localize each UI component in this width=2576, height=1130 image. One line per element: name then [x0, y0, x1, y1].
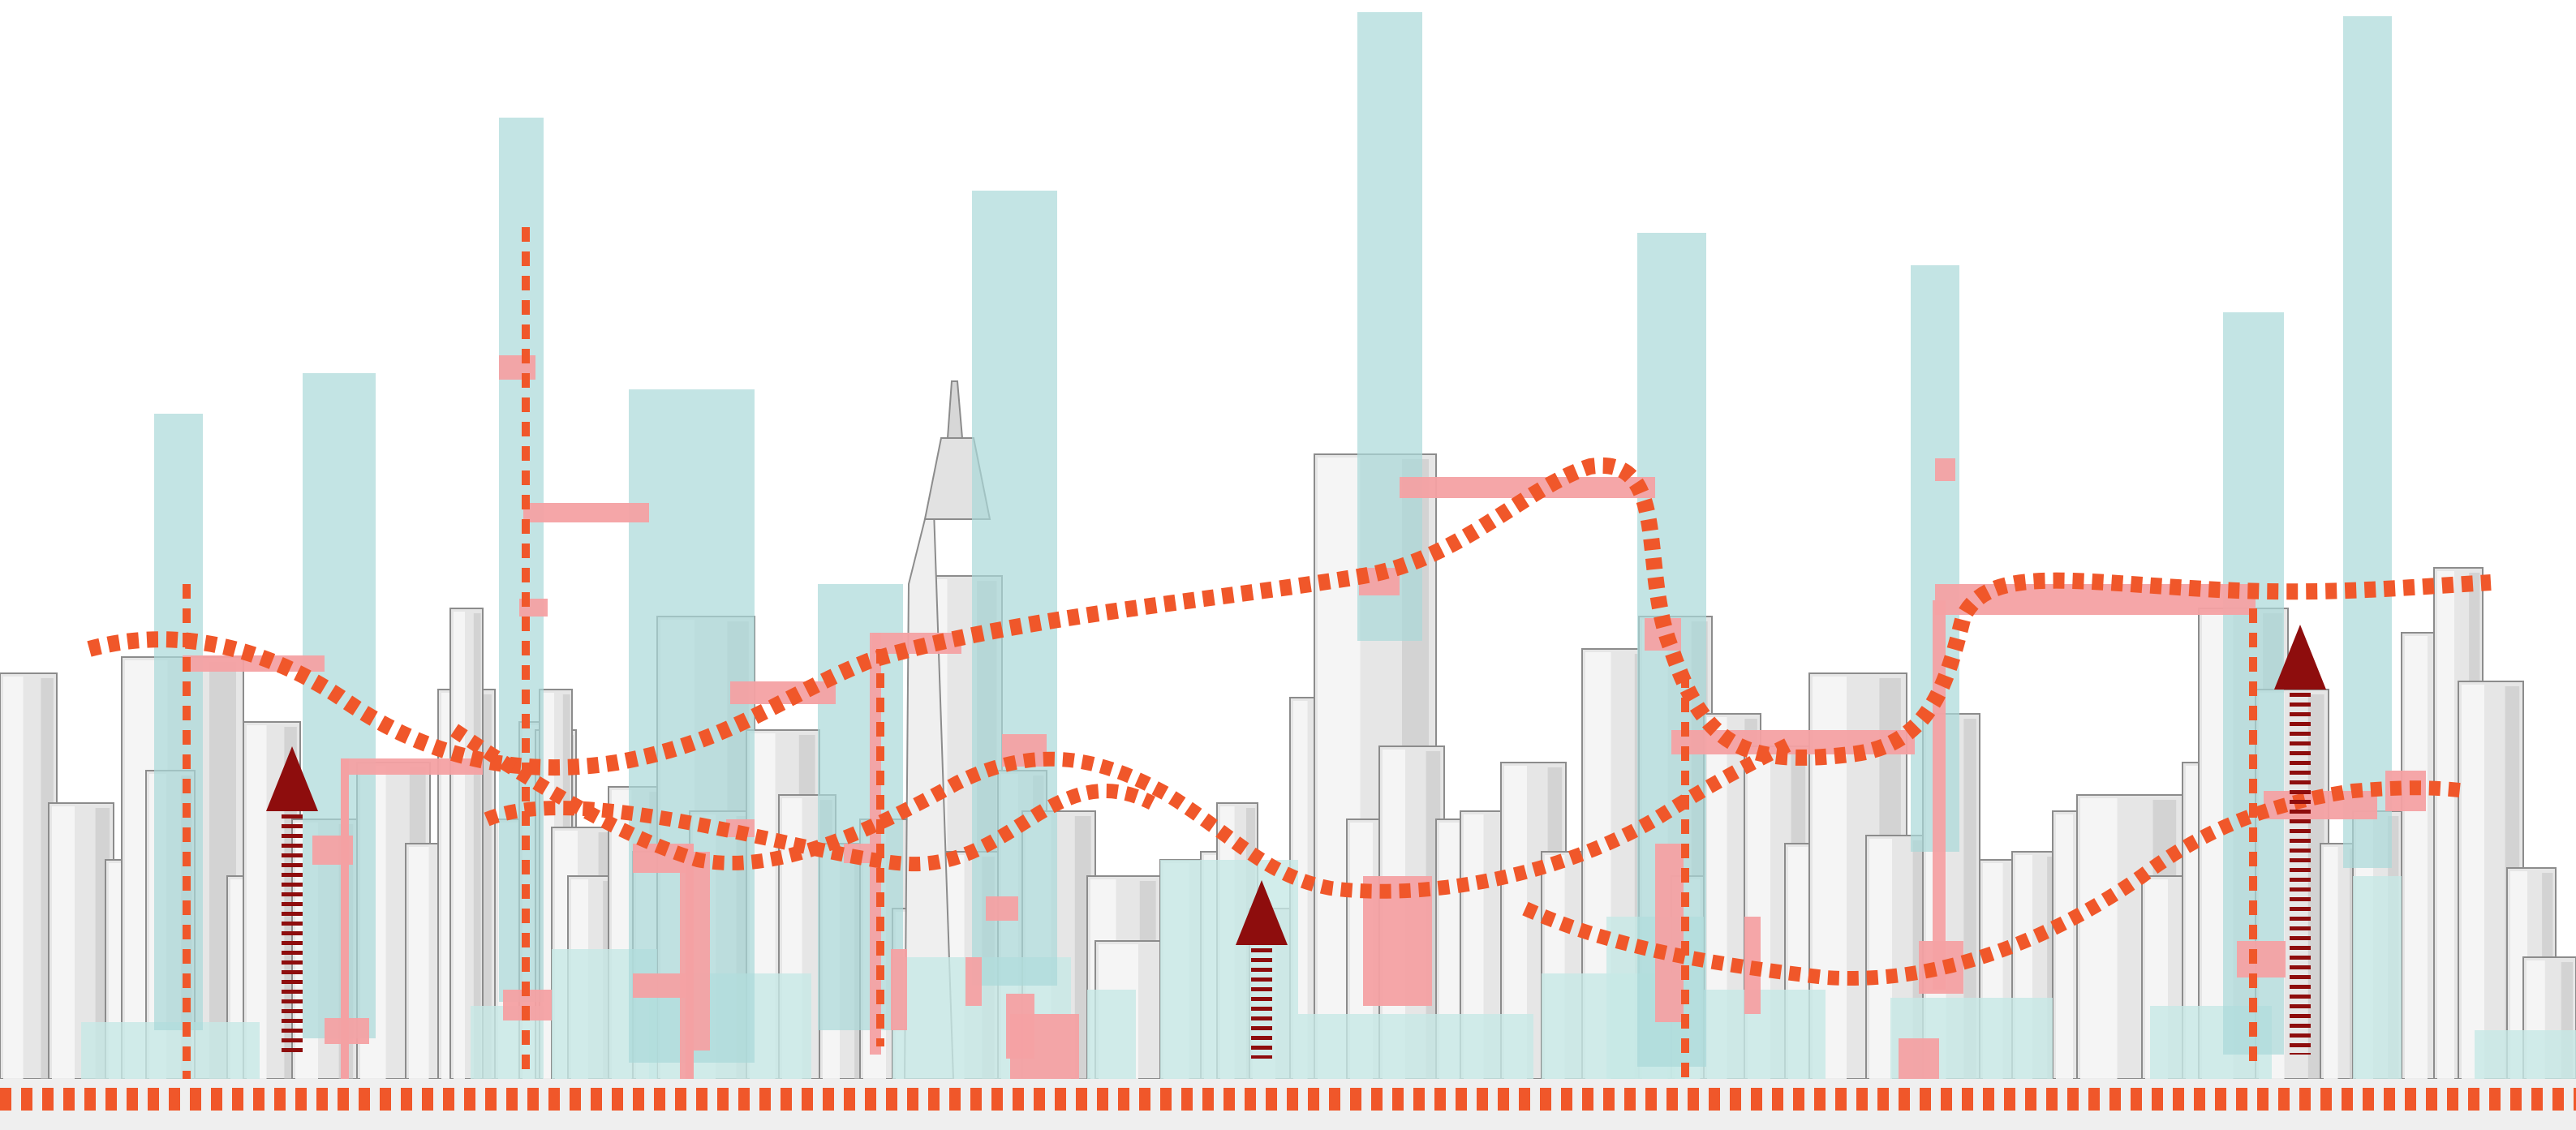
- teal-low-mass: [1087, 990, 1136, 1079]
- teal-column: [303, 373, 376, 1038]
- circulation-paths: [87, 227, 2492, 1079]
- building-spire: [946, 380, 964, 439]
- pink-connector: [891, 949, 907, 1030]
- arrow-head: [1236, 880, 1288, 945]
- dotted-circulation-path: [1522, 780, 2468, 986]
- teal-low-mass: [1160, 860, 1298, 1079]
- pink-connector: [2237, 941, 2286, 977]
- building-highlight: [1869, 839, 1892, 1079]
- building-highlight: [2056, 814, 2073, 1079]
- teal-column: [972, 191, 1057, 986]
- teal-column: [2343, 16, 2392, 868]
- pink-connector: [1363, 876, 1432, 1006]
- teal-column: [1357, 12, 1422, 641]
- building-highlight: [52, 806, 75, 1079]
- ground-line: [0, 1079, 2576, 1130]
- building-highlight: [2080, 798, 2118, 1079]
- teal-low-mass: [1298, 1014, 1533, 1079]
- pink-connector: [1899, 1038, 1939, 1079]
- building-highlight: [2437, 571, 2454, 1079]
- upward-arrows: [266, 625, 2326, 1059]
- arrow-head: [2274, 625, 2326, 690]
- pink-connector: [1935, 458, 1955, 481]
- teal-column: [154, 414, 203, 1030]
- building-shade: [1963, 719, 1976, 1079]
- pink-post: [341, 758, 349, 1079]
- dotted-circulation-path: [484, 784, 1156, 872]
- teal-low-mass: [81, 1022, 260, 1079]
- pink-connector: [986, 896, 1018, 921]
- teal-column: [499, 118, 544, 1002]
- building-highlight: [409, 847, 429, 1079]
- teal-low-mass: [2353, 876, 2402, 1079]
- pink-connector: [1655, 844, 1684, 1022]
- pink-connector: [633, 973, 690, 998]
- dotted-circulation-path: [450, 724, 1797, 899]
- pink-connector: [1010, 1014, 1079, 1079]
- pink-connector: [341, 758, 483, 775]
- building-highlight: [2462, 685, 2484, 1079]
- pink-connector: [499, 355, 535, 380]
- pink-post: [686, 844, 694, 1079]
- pink-connector: [1400, 477, 1655, 498]
- pink-connector: [965, 957, 982, 1006]
- pink-connector: [730, 681, 836, 704]
- building-highlight: [2324, 847, 2338, 1079]
- pink-connector: [523, 503, 649, 522]
- building-highlight: [3, 677, 24, 1079]
- dotted-circulation-path: [87, 457, 2492, 776]
- building-highlight: [2405, 636, 2428, 1079]
- building-highlight: [454, 612, 465, 1079]
- pink-connector: [680, 852, 688, 1079]
- building-highlight: [247, 725, 267, 1079]
- teal-low-mass: [2475, 1030, 2576, 1079]
- arrow-head: [266, 746, 318, 811]
- teal-low-mass: [1704, 990, 1826, 1079]
- building-shade: [473, 613, 481, 1079]
